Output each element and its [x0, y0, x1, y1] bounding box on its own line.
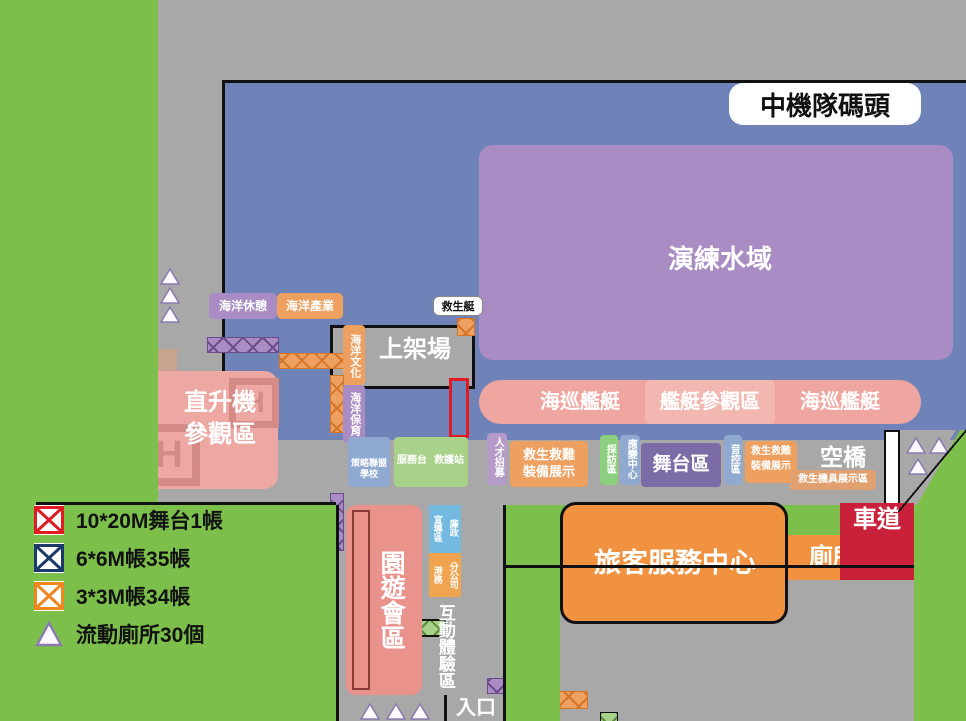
press-area-box — [600, 435, 618, 485]
helipad-lower-h: H — [155, 433, 183, 476]
promo-area-box — [429, 505, 445, 553]
x-box-orange-icon — [34, 581, 64, 611]
press-area-label: 採訪區 — [604, 444, 616, 474]
ship-left-label: 海巡艦艇 — [540, 390, 620, 413]
legend-label-6m-tent: 6*6M帳35帳 — [76, 548, 191, 571]
legend-label-portable-toilet: 流動廁所30個 — [76, 624, 205, 647]
legend-item-portable-toilet: 流動廁所30個 — [34, 619, 334, 649]
helipad-marker-upper — [229, 378, 279, 428]
toilet-triangle-south-1 — [360, 703, 380, 720]
ocean-conservation-label: 海洋保育 — [348, 392, 361, 436]
command-center-box — [620, 435, 640, 485]
ocean-culture-label: 海洋文化 — [348, 334, 361, 378]
lifeboat-label: 救生艇 — [433, 296, 483, 316]
legend-label-stage-tent: 10*20M舞台1帳 — [76, 510, 224, 533]
toilet-triangle-west-3 — [160, 306, 180, 323]
triangle-icon — [34, 620, 64, 648]
service-desk-label: 服務台 — [397, 454, 427, 466]
fair-area-box — [346, 505, 422, 695]
integrity-unit-box — [445, 505, 461, 553]
boundary-south-center-left — [336, 505, 339, 721]
rescue-equipment-display-box — [790, 470, 876, 490]
toilet-triangle-west-2 — [160, 287, 180, 304]
toilet-triangle-south-2 — [386, 703, 406, 720]
ocean-leisure-tents — [207, 337, 279, 353]
site-title-badge: 中機隊碼頭 — [729, 83, 921, 125]
drill-water-label: 演練水域 — [667, 244, 772, 275]
ocean-culture-box — [343, 325, 365, 385]
alliance-school-label: 策略聯盟學校 — [350, 458, 387, 479]
legend-item-3m-tent: 3*3M帳34帳 — [34, 581, 334, 611]
interactive-area-label: 互動體驗區 — [435, 603, 455, 689]
x-box-red-icon — [34, 505, 64, 535]
grass-southeast — [914, 505, 966, 721]
legend: 10*20M舞台1帳 6*6M帳35帳 3*3M帳34帳 流動廁所30個 — [34, 505, 334, 657]
first-aid-label: 救護站 — [434, 454, 464, 466]
branch-company-label: 分公司 — [448, 561, 459, 589]
entrance-label: 入口 — [456, 696, 496, 719]
boundary-south-west — [36, 502, 336, 505]
rescue-equipment-display-label: 救生機具展示區 — [798, 473, 868, 485]
boundary-pier-slope — [898, 428, 966, 512]
rack-yard-label: 上架場 — [379, 336, 451, 364]
stage-area-label: 舞台區 — [652, 454, 710, 476]
legend-label-3m-tent: 3*3M帳34帳 — [76, 586, 191, 609]
talent-recruit-tents — [487, 678, 507, 694]
rescue-gear-2-line2: 裝備展示 — [751, 460, 791, 472]
talent-recruit-box — [487, 433, 507, 485]
toilet-triangle-south-3 — [410, 703, 430, 720]
ship-center-label: 艦艇參觀區 — [660, 390, 760, 413]
helicopter-area-label-line1: 直升機 — [184, 389, 256, 417]
rescue-gear-1-line1: 救生救難 — [522, 447, 575, 463]
ocean-conservation-box — [343, 385, 365, 443]
rack-yard-tent — [457, 318, 475, 336]
ship-right-label: 海巡艦艇 — [800, 390, 880, 413]
press-area-tents — [600, 712, 618, 721]
rescue-gear-box-1 — [510, 441, 588, 487]
port-affairs-label: 港務 — [432, 566, 443, 584]
stage-area-box — [641, 443, 721, 487]
grass-southwest — [0, 505, 336, 721]
legend-item-6m-tent: 6*6M帳35帳 — [34, 543, 334, 573]
sky-bridge-label: 空橋 — [820, 443, 866, 470]
ocean-industry-box — [277, 293, 343, 319]
boundary-southeast — [506, 565, 914, 568]
red-highlight-rect — [449, 378, 469, 438]
helipad-upper-h: H — [243, 386, 265, 419]
alliance-school-box — [348, 437, 390, 487]
grass-south-strip — [506, 505, 560, 721]
legend-item-stage-tent: 10*20M舞台1帳 — [34, 505, 334, 535]
ocean-industry-label: 海洋產業 — [285, 298, 334, 313]
driveway-label: 車道 — [853, 506, 901, 534]
rescue-gear-box-2 — [745, 441, 797, 483]
ocean-leisure-box — [209, 293, 277, 319]
fair-area-label: 園遊會區 — [377, 550, 406, 650]
x-box-navy-icon — [34, 543, 64, 573]
command-center-label: 應變中心 — [625, 439, 637, 479]
rescue-gear-2-line1: 救生救難 — [751, 445, 791, 457]
drill-water-zone — [479, 145, 953, 360]
toilet-triangle-west-1 — [160, 268, 180, 285]
boundary-south-center-right — [503, 505, 506, 721]
port-affairs-box — [429, 553, 445, 597]
ocean-leisure-label: 海洋休憩 — [218, 298, 267, 313]
service-area-box — [394, 437, 468, 487]
fair-area-inner-outline-a — [352, 510, 370, 690]
visitor-center-box — [560, 502, 788, 624]
entrance-gap — [444, 695, 450, 721]
integrity-unit-label: 廉政 — [448, 519, 459, 537]
ocean-culture-tents — [330, 375, 344, 433]
ship-viewing-center-highlight — [645, 380, 775, 424]
sound-control-label: 音控區 — [728, 444, 740, 474]
promo-area-label: 宣導區 — [432, 514, 443, 542]
ocean-industry-tents — [279, 353, 345, 369]
branch-company-box — [445, 553, 461, 597]
talent-recruit-label: 人才招募 — [492, 437, 504, 477]
sound-control-box — [724, 435, 742, 485]
rescue-gear-1-line2: 裝備展示 — [522, 464, 575, 480]
helicopter-area-label-line2: 參觀區 — [184, 421, 256, 449]
visitor-center-label: 旅客服務中心 — [594, 547, 756, 578]
